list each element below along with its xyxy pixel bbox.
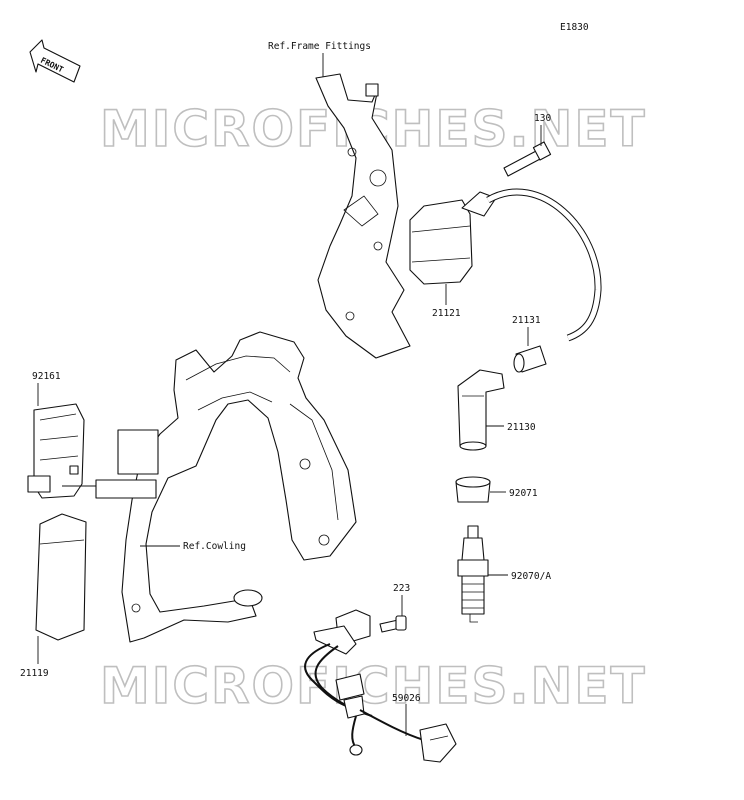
- label-92070a: 92070/A: [511, 571, 551, 582]
- coil-bracket: [315, 73, 411, 359]
- watermark-bottom: MICROFICHES.NET: [100, 657, 647, 715]
- bolt-130: [503, 141, 552, 177]
- ref-frame-fittings-label: Ref.Frame Fittings: [268, 41, 371, 52]
- label-59026: 59026: [392, 693, 421, 704]
- label-21119: 21119: [20, 668, 49, 679]
- label-21131: 21131: [512, 315, 541, 326]
- diagram-code: E1830: [560, 22, 589, 33]
- ecu-holder-92161: [27, 403, 85, 499]
- ignition-coil: [409, 191, 497, 285]
- cap-92071: [455, 476, 491, 503]
- plug-cap-21130: [457, 369, 505, 451]
- label-92071: 92071: [509, 488, 538, 499]
- spark-plug: [457, 525, 489, 623]
- wiring-harness: [304, 609, 457, 763]
- ref-cowling-label: Ref.Cowling: [183, 541, 246, 552]
- label-92161: 92161: [32, 371, 61, 382]
- label-21130: 21130: [507, 422, 536, 433]
- label-21121: 21121: [432, 308, 461, 319]
- label-130: 130: [534, 113, 551, 124]
- ecu-21119: [35, 513, 87, 641]
- seal-21131: [513, 345, 547, 373]
- front-arrow-icon: FRONT: [29, 39, 81, 83]
- bolt-223: [379, 615, 407, 633]
- label-223: 223: [393, 583, 410, 594]
- cowling-bracket: [95, 331, 357, 643]
